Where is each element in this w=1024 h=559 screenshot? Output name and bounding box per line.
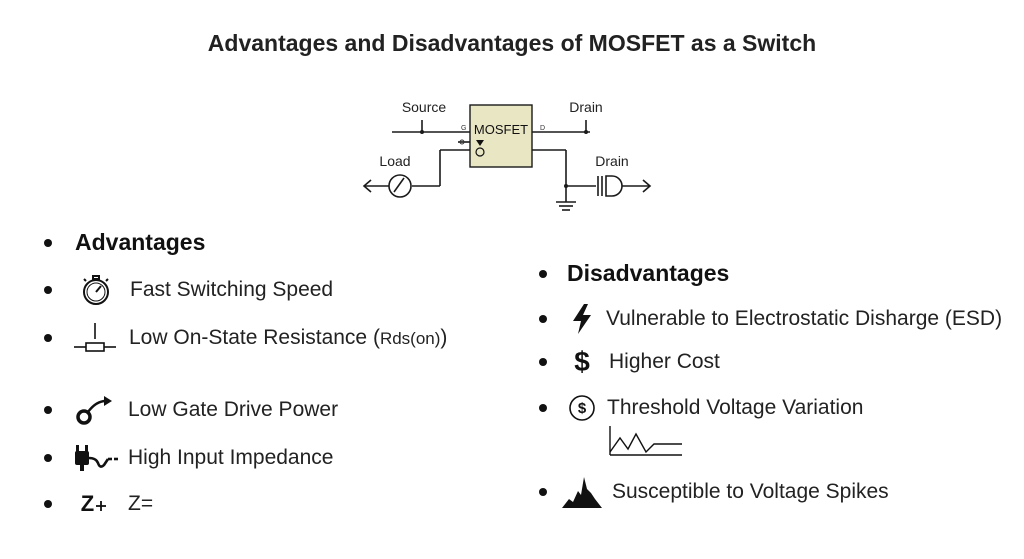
drain-output-symbol (605, 175, 623, 197)
disadvantage-text: Threshold Voltage Variation (607, 396, 864, 419)
bullet (44, 500, 52, 508)
load-arrow-head (362, 179, 372, 193)
advantage-text: Low Gate Drive Power (128, 398, 339, 421)
advantage-text: High Input Impedance (128, 446, 334, 469)
bullet (539, 404, 547, 412)
disadvantage-text: Vulnerable to Electrostatic Disharge (ES… (606, 307, 1003, 330)
bullet (539, 488, 547, 496)
advantages-heading: Advantages (75, 229, 206, 255)
disadvantages-heading-row: Disadvantages (539, 260, 729, 287)
resistor-icon (72, 320, 118, 356)
advantage-item: Low On-State Resistance (Rds(on)) (44, 320, 447, 356)
voltage-variation-waveform-icon (609, 426, 682, 456)
disadvantage-text: Susceptible to Voltage Spikes (612, 480, 889, 503)
advantage-text: Fast Switching Speed (130, 278, 334, 301)
advantage-text: Low On-State Resistance (Rds(on)) (129, 326, 448, 349)
rds-on-subscript: Rds(on) (379, 329, 441, 348)
mosfet-switch-diagram: MOSFET G D Source Drain Load Drain (362, 99, 652, 211)
gate-drive-icon (74, 392, 114, 428)
lightning-icon (567, 302, 597, 336)
spike-mountain-icon (561, 474, 603, 510)
bullet (539, 269, 547, 278)
drain-top-label: Drain (569, 99, 602, 115)
chip-arrow-icon (476, 140, 484, 146)
advantage-item: Low Gate Drive Power (44, 392, 338, 428)
advantages-heading-row: Advantages (44, 229, 205, 256)
bullet (44, 454, 52, 462)
chip-circle-icon (475, 147, 485, 157)
disadvantage-item: Vulnerable to Electrostatic Disharge (ES… (539, 302, 1002, 336)
disadvantage-item: $ Threshold Voltage Variation (539, 392, 863, 424)
source-label: Source (402, 99, 447, 115)
coin-dollar-icon: $ (567, 392, 597, 424)
drain-right-label: Drain (595, 153, 628, 169)
plug-icon (72, 440, 120, 476)
dollar-icon: $ (574, 346, 590, 377)
mosfet-chip (469, 104, 533, 168)
bullet (539, 315, 547, 323)
bullet (44, 406, 52, 414)
impedance-icon: Z (80, 491, 107, 516)
load-label: Load (379, 153, 410, 169)
pin-d-label: D (540, 125, 545, 132)
page-title: Advantages and Disadvantages of MOSFET a… (207, 30, 817, 56)
advantage-item: Fast Switching Speed (44, 272, 333, 308)
advantage-item: High Input Impedance (44, 440, 333, 476)
bullet (539, 358, 547, 366)
disadvantages-heading: Disadvantages (567, 260, 730, 286)
advantage-text: Z= (128, 492, 154, 515)
pin-g-label: G (461, 125, 466, 132)
advantage-item: Z Z= (44, 486, 153, 522)
stopwatch-icon (78, 272, 114, 308)
drain-arrow-head (642, 179, 652, 193)
disadvantage-item: Susceptible to Voltage Spikes (539, 474, 889, 510)
disadvantage-item: $ Higher Cost (539, 345, 720, 379)
bullet (44, 286, 52, 294)
disadvantage-text: Higher Cost (609, 350, 720, 373)
chip-label: MOSFET (474, 122, 528, 137)
bullet (44, 238, 52, 247)
load-symbol (388, 174, 412, 198)
bullet (44, 334, 52, 342)
